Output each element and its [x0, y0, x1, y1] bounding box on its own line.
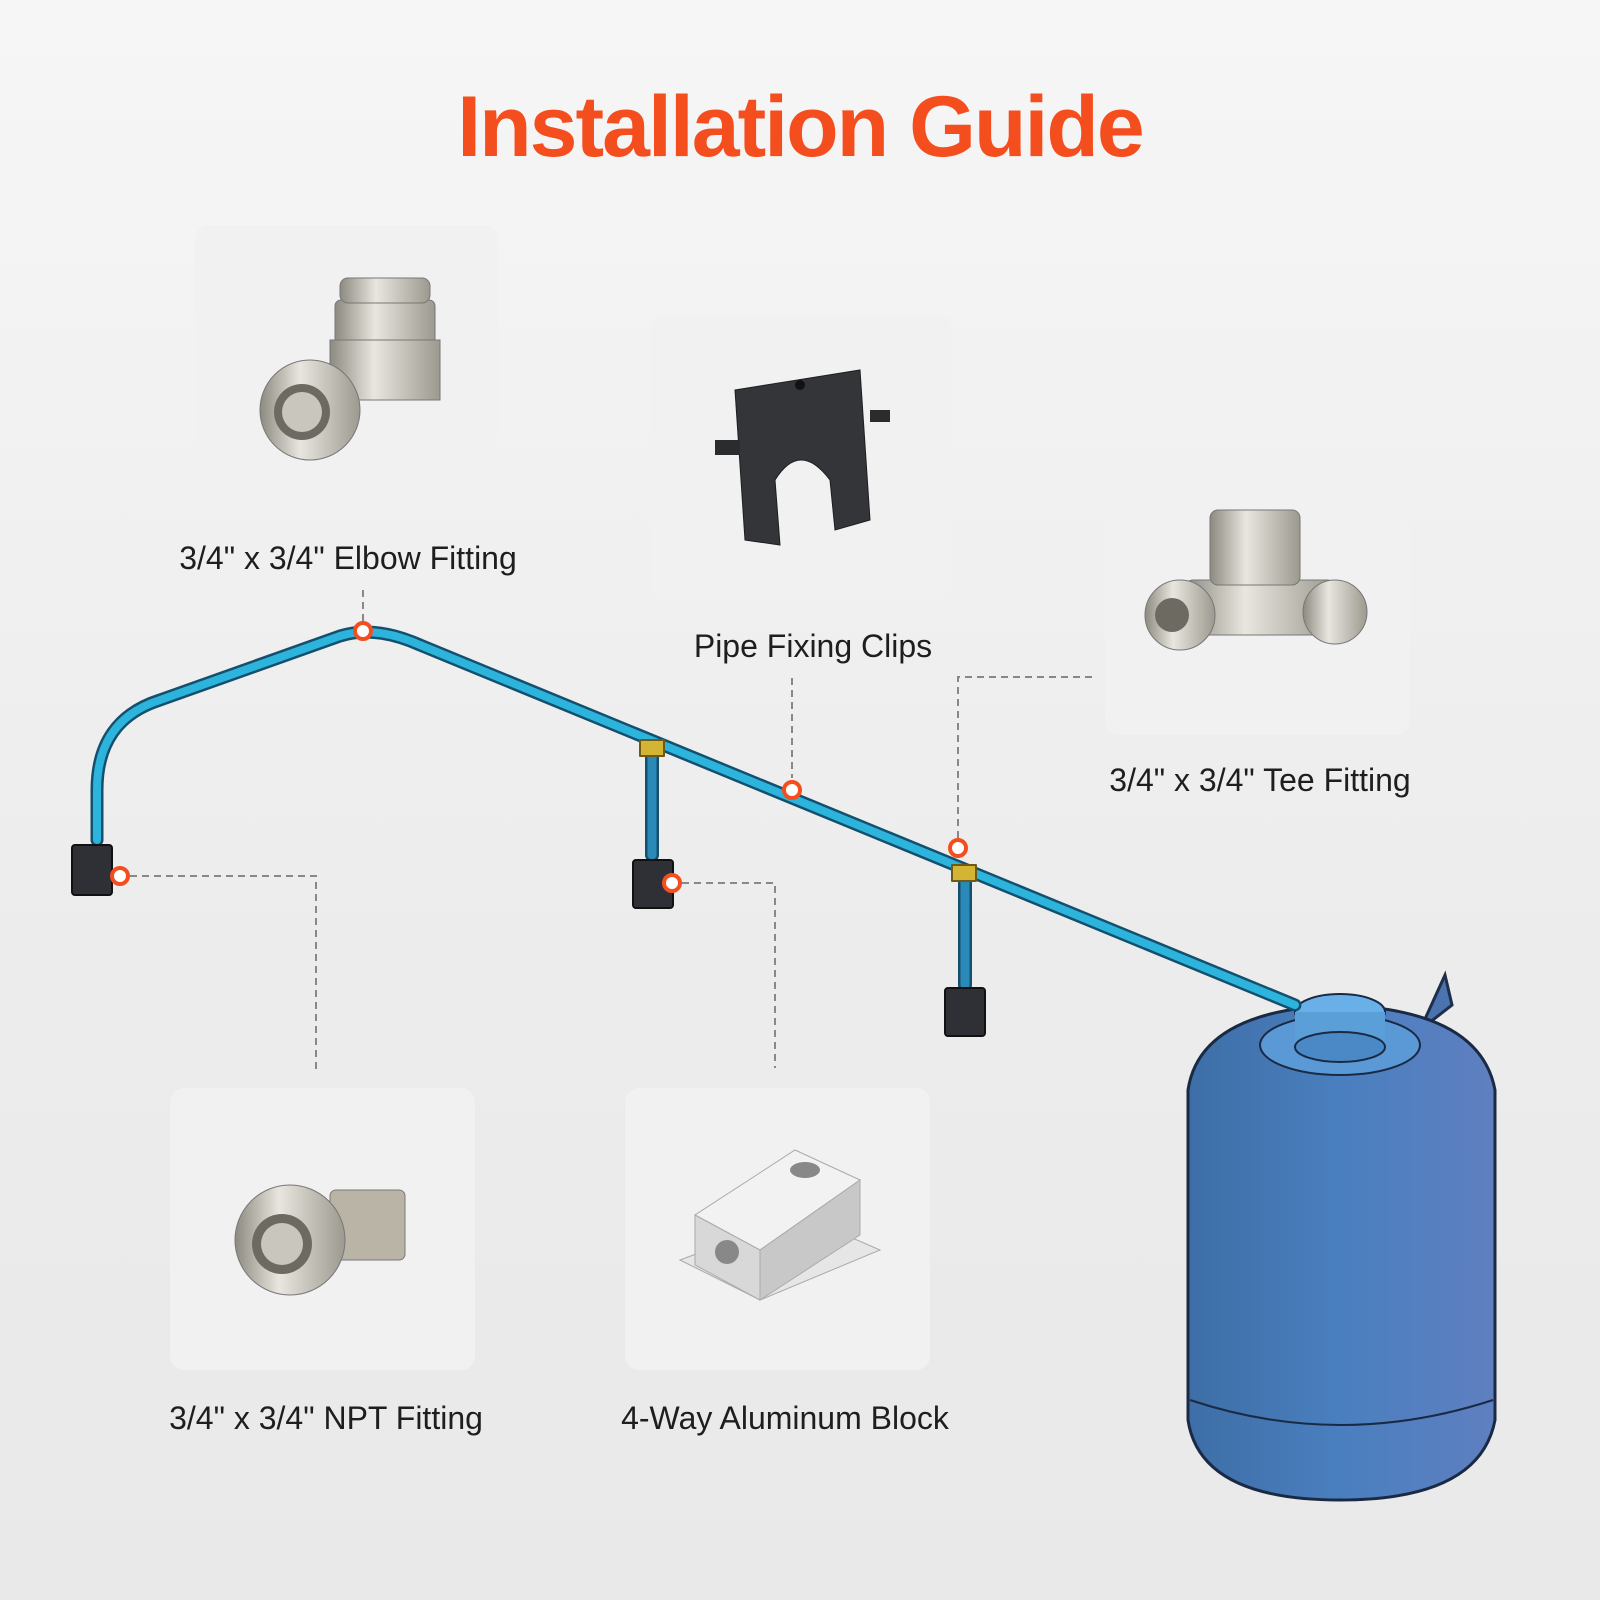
elbow-fitting-image [259, 277, 441, 461]
elbow-fitting-label: 3/4" x 3/4" Elbow Fitting [179, 540, 517, 576]
callout-markers [110, 621, 968, 893]
page-title: Installation Guide [457, 79, 1145, 175]
pipe-system [90, 625, 1302, 1012]
leader-lines [130, 590, 1092, 1072]
aluminum-block-mounts [71, 844, 986, 1037]
aluminum-block-label: 4-Way Aluminum Block [621, 1400, 949, 1436]
water-tank [1186, 970, 1497, 1502]
pipe-clip-image [715, 369, 890, 546]
aluminum-block-image [678, 1149, 882, 1301]
pipe-clips-label: Pipe Fixing Clips [693, 628, 933, 664]
npt-fitting-label: 3/4" x 3/4" NPT Fitting [169, 1400, 483, 1436]
tee-fitting-label: 3/4" x 3/4" Tee Fitting [1109, 762, 1411, 798]
npt-fitting-image [234, 1184, 406, 1296]
tee-fitting-image [1144, 509, 1368, 651]
